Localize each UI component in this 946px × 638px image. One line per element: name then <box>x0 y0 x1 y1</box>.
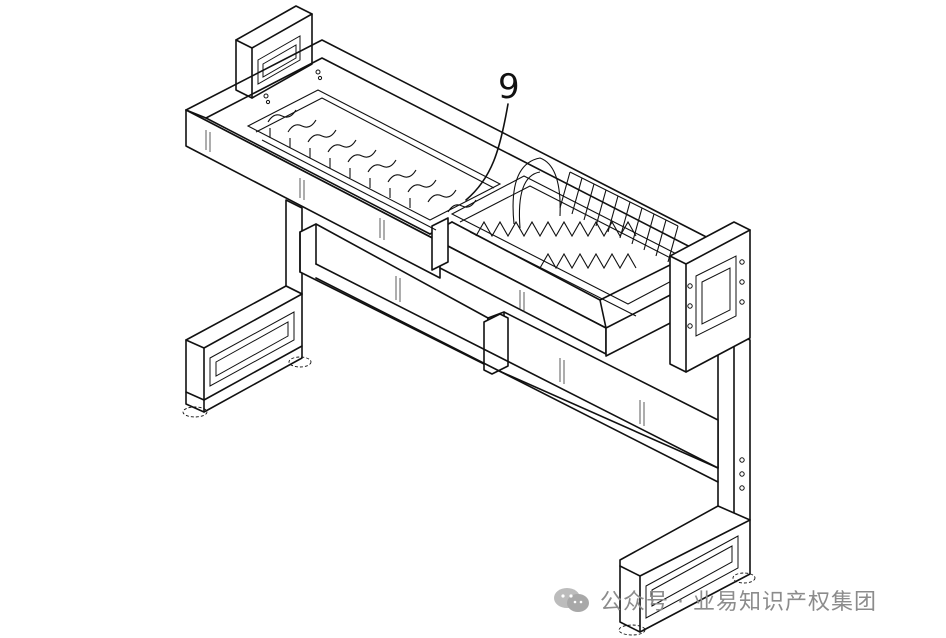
right-leg <box>618 331 756 636</box>
left-leg <box>182 199 312 418</box>
watermark-text: 公众号 · 业易知识产权集团 <box>600 590 877 615</box>
upper-tray <box>185 39 721 357</box>
plate-rack <box>450 157 702 317</box>
right-front-upright <box>669 221 751 373</box>
wechat-icon <box>554 588 589 612</box>
left-rear-upright <box>235 5 313 99</box>
watermark: 公众号 · 业易知识产权集团 <box>552 580 877 620</box>
cup-rack <box>246 89 502 231</box>
reference-numeral: 9 <box>498 67 520 107</box>
reference-callout: 9 <box>465 67 520 201</box>
lower-crossbar <box>299 223 719 483</box>
